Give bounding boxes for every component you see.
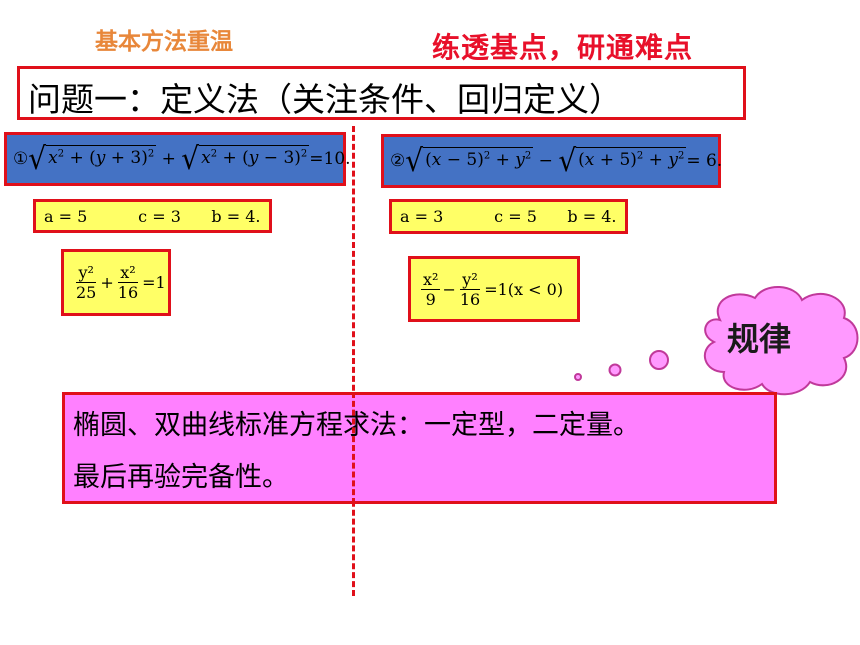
fraction-1-den: 25 [76, 283, 97, 302]
result-right-rhs: =1(x < 0) [484, 279, 564, 299]
column-divider-overlay [352, 392, 355, 504]
thought-bubble-large [649, 350, 669, 370]
equation-1-rhs: =10. [309, 149, 351, 169]
params-right-text: a = 3 c = 5 b = 4. [400, 207, 617, 226]
column-divider [352, 126, 355, 596]
problem-title: 问题一：定义法（关注条件、回归定义） [28, 80, 622, 119]
equation-2: ② √(x − 5)2 + y2 − √(x + 5)2 + y2 = 6. [381, 134, 723, 188]
cloud-shape [703, 285, 859, 396]
fraction-2-num: x² [118, 263, 138, 283]
fraction-4-den: 16 [459, 289, 481, 309]
thought-bubble-medium [608, 363, 622, 377]
fraction-3-num: x² [421, 269, 441, 290]
equation-1: ① √x2 + (y + 3)2 + √x2 + (y − 3)2 =10. [4, 132, 351, 186]
equation-2-rhs: = 6. [686, 151, 723, 171]
section-heading: 基本方法重温 [95, 29, 233, 55]
cloud-label: 规律 [727, 320, 792, 358]
fraction-4-num: y² [460, 269, 480, 290]
sqrt-term-4: √(x + 5)2 + y2 [558, 142, 687, 179]
params-left: a = 5 c = 3 b = 4. [33, 199, 272, 233]
summary-line-2: 最后再验完备性。 [73, 462, 289, 493]
fraction-1-num: y² [76, 263, 96, 283]
sqrt-term-1: √x2 + (y + 3)2 [28, 140, 157, 177]
sqrt-term-2: √x2 + (y − 3)2 [181, 140, 310, 177]
thought-bubble-small [574, 373, 582, 381]
thought-cloud [574, 285, 859, 396]
slogan-heading: 练透基点，研通难点 [432, 31, 694, 64]
summary-line-1: 椭圆、双曲线标准方程求法：一定型，二定量。 [73, 410, 640, 441]
sqrt-term-3: √(x − 5)2 + y2 [405, 142, 534, 179]
result-left-rhs: =1 [142, 273, 166, 292]
equation-1-marker: ① [13, 149, 29, 169]
fraction-3-den: 9 [425, 289, 436, 309]
fraction-2-den: 16 [117, 283, 139, 302]
equation-2-marker: ② [390, 151, 406, 171]
params-left-text: a = 5 c = 3 b = 4. [44, 206, 261, 226]
summary-note: 椭圆、双曲线标准方程求法：一定型，二定量。 最后再验完备性。 [62, 392, 777, 504]
problem-title-box: 问题一：定义法（关注条件、回归定义） [17, 66, 746, 120]
params-right: a = 3 c = 5 b = 4. [389, 199, 628, 234]
